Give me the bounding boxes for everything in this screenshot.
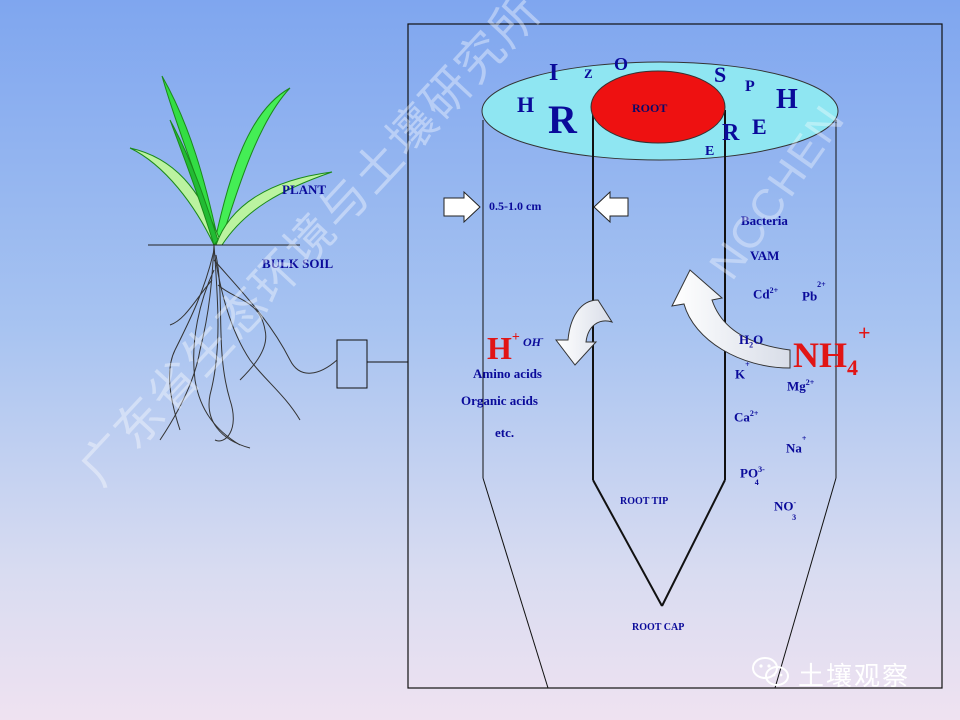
plant-roots <box>159 244 338 449</box>
rhizo-letter-h1: H <box>517 92 535 117</box>
plant-leaves <box>129 75 333 247</box>
oh-ion: OH- <box>523 334 544 349</box>
wechat-icon <box>752 657 789 686</box>
cd-ion: Cd2+ <box>753 286 779 302</box>
root-zoom-box <box>336 339 368 389</box>
distance-arrow-left <box>593 190 629 224</box>
etc-label: etc. <box>495 425 515 440</box>
rhizo-letter-e1: E <box>752 114 767 139</box>
vam-label: VAM <box>750 248 780 263</box>
ca-ion: Ca2+ <box>734 409 759 425</box>
plant-label: PLANT <box>282 182 327 197</box>
diagram-panel <box>407 23 943 689</box>
rhizo-letter-z: Z <box>584 66 593 81</box>
rhizo-letter-o: O <box>614 54 629 74</box>
nitrate-ion: NO-3 <box>774 498 797 522</box>
root-body <box>592 110 726 607</box>
root-cap-label: ROOT CAP <box>632 622 685 633</box>
root-label: ROOT <box>632 101 668 115</box>
k-ion: K+ <box>735 360 750 382</box>
rhizo-letter-e2: E <box>705 144 715 159</box>
root-cross-section <box>590 70 726 144</box>
rhizo-letter-s: S <box>714 62 727 87</box>
rhizo-letter-r1: R <box>548 97 577 142</box>
rhizo-letter-p: P <box>745 78 755 95</box>
na-ion: Na+ <box>786 434 807 456</box>
root-tip-label: ROOT TIP <box>620 496 669 507</box>
bacteria-label: Bacteria <box>741 213 788 228</box>
organic-acids-label: Organic acids <box>461 393 538 408</box>
distance-label: 0.5-1.0 cm <box>489 199 542 213</box>
h-ion: H+ <box>487 330 520 366</box>
uptake-arrow <box>671 269 791 369</box>
exudation-arrow <box>554 299 614 366</box>
bulk-soil-label: BULK SOIL <box>262 256 334 271</box>
distance-arrow-right <box>443 190 481 224</box>
pb-ion: Pb2+ <box>802 280 826 304</box>
rhizosphere-zone <box>482 120 837 689</box>
rhizo-letter-h2: H <box>776 84 798 115</box>
water-molecule: H2O <box>739 332 764 350</box>
rhizo-letter-r2: R <box>722 120 740 146</box>
ammonium-ion: NH4+ <box>793 320 871 381</box>
amino-acids-label: Amino acids <box>473 366 542 381</box>
rhizo-letter-i: I <box>549 60 559 86</box>
phosphate-ion: PO3-4 <box>740 465 765 487</box>
wechat-account-label: 土壤观察 <box>798 662 911 692</box>
mg-ion: Mg2+ <box>787 378 815 394</box>
